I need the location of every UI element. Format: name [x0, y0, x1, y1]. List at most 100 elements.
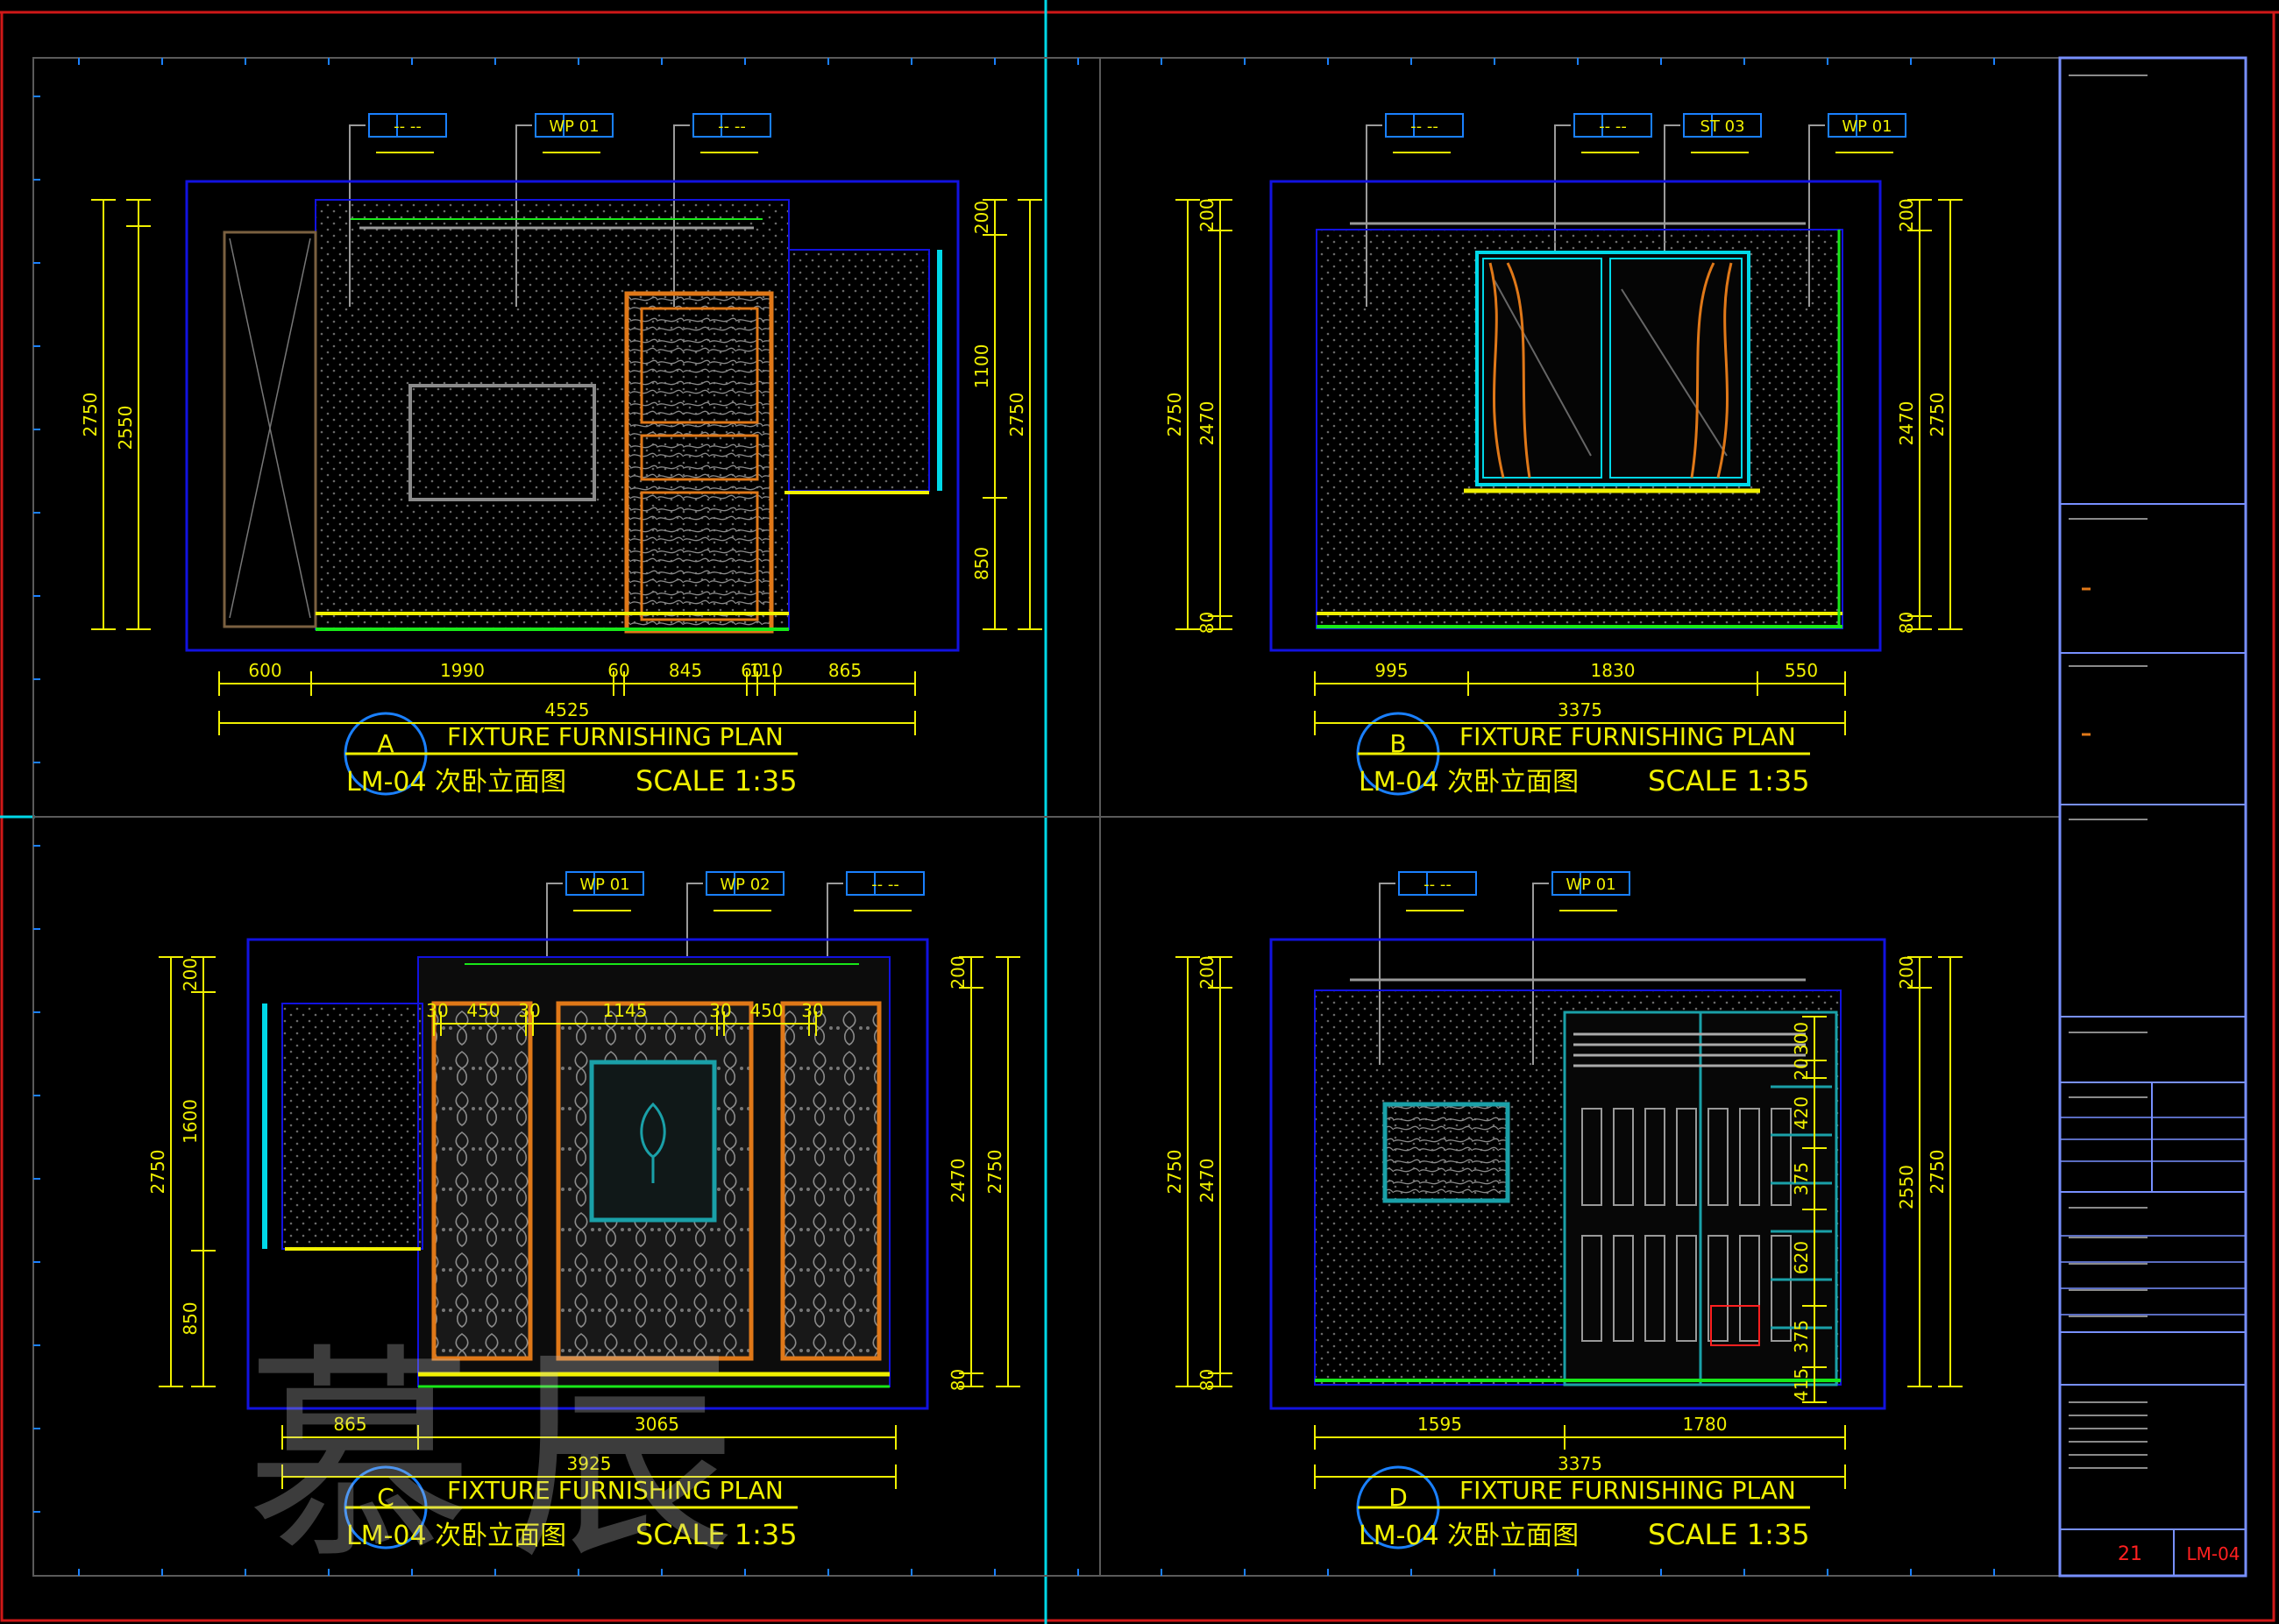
A-dim-bottom-label: 600 — [248, 660, 281, 681]
A-door — [624, 291, 774, 634]
D-dim-cabinet-label: 375 — [1791, 1320, 1812, 1353]
panel-title-cn: LM-04 次卧立面图 — [1359, 767, 1579, 798]
D-dim-left-inner-label: 2470 — [1196, 1159, 1218, 1203]
material-tag-code: -- -- — [394, 117, 422, 136]
D-hanging-garment — [1644, 1235, 1665, 1342]
C-dim-right-outer-label: 2750 — [984, 1150, 1005, 1195]
A-dim-bottom-label: 865 — [828, 660, 862, 681]
D-dim-right-label: 200 — [1896, 955, 1917, 989]
material-tag-box — [692, 113, 771, 138]
D-dim-total-label: 3375 — [1558, 1453, 1602, 1474]
C-dim-right-label: 200 — [948, 955, 969, 989]
B-dim-left-inner-label: 2470 — [1196, 401, 1218, 446]
A-dim-bottom-label: 1990 — [440, 660, 485, 681]
panel-title: B FIXTURE FURNISHING PLAN LM-04 次卧立面图 SCALE… — [1356, 712, 1810, 798]
panel-title: C FIXTURE FURNISHING PLAN LM-04 次卧立面图 SCALE… — [344, 1465, 798, 1551]
D-dim-bottom-label: 1780 — [1683, 1414, 1728, 1435]
B-glass-hatch — [1494, 280, 1592, 457]
C-dim-inner-label: 30 — [518, 1000, 540, 1021]
D-dim-bottom-label: 1595 — [1417, 1414, 1462, 1435]
C-side-wall — [281, 1003, 423, 1250]
C-dim-bottom-label: 865 — [333, 1414, 366, 1435]
material-tag-code: WP 01 — [1565, 876, 1615, 894]
A-dim-right-label: 850 — [971, 547, 992, 580]
D-dim-cabinet-label: 415 — [1791, 1368, 1812, 1401]
material-tag-code: -- -- — [1423, 876, 1452, 894]
panel-letter: C — [377, 1483, 394, 1512]
B-dim-bottom-label: 1830 — [1591, 660, 1636, 681]
material-tag-box — [1551, 871, 1630, 896]
C-dim-right-label: 2470 — [948, 1159, 969, 1203]
C-dim-inner-label: 30 — [426, 1000, 448, 1021]
A-dim-bottom-label: 845 — [669, 660, 702, 681]
D-dim-cabinet-label: 20 — [1791, 1058, 1812, 1080]
panel-title-en: FIXTURE FURNISHING PLAN — [447, 1476, 784, 1505]
material-tag: WP 02 — [686, 871, 785, 1065]
A-dim-right-label: 200 — [971, 201, 992, 234]
A-side-wall — [788, 249, 930, 492]
A-door-panel — [640, 307, 759, 424]
B-dim-left-inner-label: 80 — [1196, 612, 1218, 634]
B-glass-hatch — [1621, 288, 1728, 457]
material-tag-box — [368, 113, 447, 138]
elevation-A — [185, 180, 960, 652]
material-tag-code: WP 01 — [1842, 117, 1892, 136]
B-dim-right-label: 80 — [1896, 612, 1917, 634]
material-tag-code: -- -- — [1599, 117, 1627, 136]
material-tag-box — [565, 871, 644, 896]
A-dim-total-label: 4525 — [545, 699, 590, 720]
C-dim-inner-label: 1145 — [603, 1000, 648, 1021]
panel-letter: D — [1388, 1483, 1408, 1512]
D-dim-cabinet-label: 300 — [1791, 1022, 1812, 1055]
A-outline — [185, 180, 960, 652]
D-dim-left-inner-label: 200 — [1196, 955, 1218, 989]
D-hanging-garment — [1644, 1108, 1665, 1206]
material-tag-code: WP 02 — [720, 876, 770, 894]
material-tag-box — [535, 113, 614, 138]
C-dim-total-label: 3925 — [567, 1453, 612, 1474]
elevation-D — [1269, 938, 1886, 1410]
D-dim-left-outer-label: 2750 — [1164, 1150, 1185, 1195]
panel-scale: SCALE 1:35 — [635, 764, 798, 798]
C-dim-inner-label: 450 — [466, 1000, 500, 1021]
panel-title-en: FIXTURE FURNISHING PLAN — [1459, 722, 1796, 751]
C-dim-left-inner-label: 1600 — [180, 1099, 201, 1144]
C-dim-bottom-label: 3065 — [635, 1414, 679, 1435]
material-tag-code: -- -- — [1410, 117, 1438, 136]
panel-scale: SCALE 1:35 — [635, 1518, 798, 1551]
material-tag: -- -- — [1554, 113, 1652, 307]
material-tag-box — [1398, 871, 1477, 896]
material-tag-code: ST 03 — [1700, 117, 1744, 136]
D-hanging-garment — [1613, 1108, 1634, 1206]
A-dim-right-label: 1100 — [971, 344, 992, 389]
panel-B: -- -- -- -- ST 03 WP 01 B FIXTURE FURNISHING … — [1356, 113, 1906, 798]
elevation-C — [246, 938, 929, 1410]
title-block-border — [2058, 56, 2247, 1578]
elevation-B — [1269, 180, 1882, 652]
panel-scale: SCALE 1:35 — [1648, 764, 1810, 798]
A-dim-left-outer-label: 2750 — [80, 393, 101, 437]
material-tag: -- -- — [1379, 871, 1477, 1065]
panel-letter: B — [1389, 729, 1406, 758]
B-dim-bottom-label: 995 — [1374, 660, 1408, 681]
B-dim-left-inner-label: 200 — [1196, 198, 1218, 231]
D-outline — [1269, 938, 1886, 1410]
C-dim-inner-label: 30 — [801, 1000, 823, 1021]
C-dim-left-inner-label: 850 — [180, 1301, 201, 1335]
C-panel-right — [780, 1001, 882, 1361]
title-block-sheet-number: 21 — [2118, 1543, 2142, 1565]
B-curtain-left — [1488, 262, 1531, 479]
panel-title-cn: LM-04 次卧立面图 — [346, 1521, 566, 1551]
B-window-pane — [1482, 258, 1602, 479]
B-outline — [1269, 180, 1882, 652]
D-dim-left-inner-label: 80 — [1196, 1369, 1218, 1391]
D-hanging-garment — [1739, 1108, 1760, 1206]
panel-letter: A — [377, 729, 394, 758]
material-tag-box — [1385, 113, 1464, 138]
D-dim-right-outer-label: 2750 — [1927, 1150, 1948, 1195]
D-dim-cabinet-label: 620 — [1791, 1241, 1812, 1274]
